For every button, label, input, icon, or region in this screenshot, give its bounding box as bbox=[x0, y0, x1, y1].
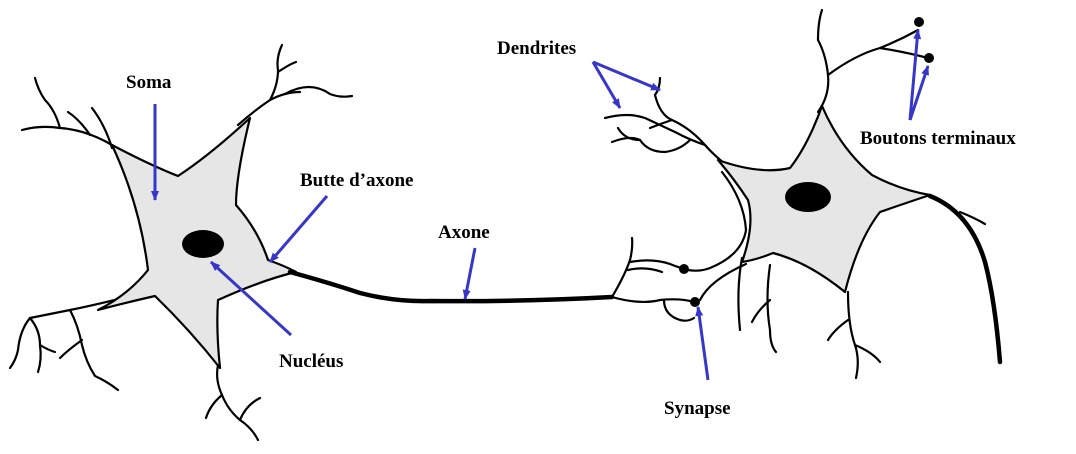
label-boutons-terminaux: Boutons terminaux bbox=[860, 128, 1016, 149]
labels: Soma Butte d’axone Axone Nucléus Dendrit… bbox=[126, 38, 1016, 419]
arrow-synapse bbox=[698, 307, 708, 380]
label-nucleus: Nucléus bbox=[279, 351, 343, 372]
right-neuron bbox=[605, 10, 1000, 378]
terminal-bouton-second bbox=[924, 53, 934, 63]
terminal-bouton-top bbox=[914, 17, 924, 27]
arrow-axone bbox=[465, 248, 475, 299]
synapse-bouton-upper bbox=[679, 264, 689, 274]
label-dendrites: Dendrites bbox=[497, 38, 576, 59]
synapse-bouton-lower bbox=[690, 297, 700, 307]
right-neuron-axon bbox=[930, 196, 1000, 362]
label-butte-axone: Butte d’axone bbox=[300, 170, 413, 191]
right-nucleus-shape bbox=[785, 182, 831, 212]
arrow-butte bbox=[270, 196, 327, 262]
label-axone: Axone bbox=[438, 222, 490, 243]
axon-line bbox=[290, 272, 612, 301]
axon-terminals bbox=[612, 238, 700, 321]
left-nucleus-shape bbox=[182, 230, 224, 258]
label-synapse: Synapse bbox=[664, 398, 731, 419]
label-soma: Soma bbox=[126, 72, 172, 93]
left-neuron bbox=[10, 45, 352, 440]
arrow-dendrites-right bbox=[593, 62, 660, 90]
